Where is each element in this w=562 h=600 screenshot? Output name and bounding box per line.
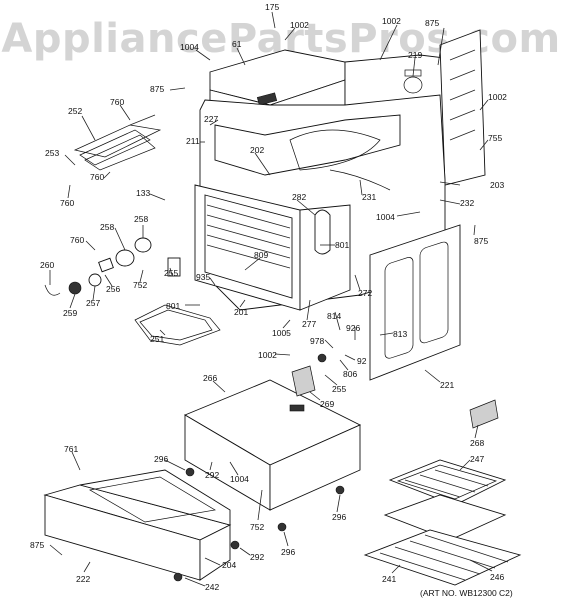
callout-875-a: 875 <box>425 18 439 28</box>
callout-755: 755 <box>488 133 502 143</box>
callout-241: 241 <box>382 574 396 584</box>
callout-251: 251 <box>150 334 164 344</box>
callout-231: 231 <box>362 192 376 202</box>
callout-809: 809 <box>254 250 268 260</box>
callout-258-b: 258 <box>134 214 148 224</box>
leader-lines <box>49 11 493 587</box>
callout-760-d: 760 <box>70 235 84 245</box>
callout-296-b: 296 <box>332 512 346 522</box>
callout-272: 272 <box>358 288 372 298</box>
callout-266: 266 <box>203 373 217 383</box>
callout-813: 813 <box>393 329 407 339</box>
callout-1004-a: 1004 <box>180 42 199 52</box>
callout-814: 814 <box>327 311 341 321</box>
callout-175: 175 <box>265 2 279 12</box>
screws <box>173 353 345 582</box>
callout-258-a: 258 <box>100 222 114 232</box>
callout-1004-b: 1004 <box>376 212 395 222</box>
callout-257: 257 <box>86 298 100 308</box>
callout-760-a: 760 <box>110 97 124 107</box>
oven-front-frame <box>194 184 351 311</box>
hinge-bracket <box>291 365 316 397</box>
thermostat-parts <box>44 237 181 296</box>
callout-268: 268 <box>470 438 484 448</box>
callout-282: 282 <box>292 192 306 202</box>
callout-203: 203 <box>490 180 504 190</box>
callout-246: 246 <box>490 572 504 582</box>
callout-875-c: 875 <box>474 236 488 246</box>
callout-202: 202 <box>250 145 264 155</box>
callout-232: 232 <box>460 198 474 208</box>
callout-752-a: 752 <box>133 280 147 290</box>
callout-204: 204 <box>222 560 236 570</box>
callout-219: 219 <box>408 50 422 60</box>
side-panel <box>369 224 461 381</box>
callout-1002-c: 1002 <box>488 92 507 102</box>
callout-801-a: 801 <box>335 240 349 250</box>
art-number: (ART NO. WB12300 C2) <box>420 588 513 598</box>
callout-211: 211 <box>186 136 200 146</box>
callout-221: 221 <box>440 380 454 390</box>
callout-1002-d: 1002 <box>258 350 277 360</box>
callout-222: 222 <box>76 574 90 584</box>
callout-935: 935 <box>196 272 210 282</box>
callout-labels: 175 1002 1002 875 1004 61 219 1002 755 8… <box>30 2 507 592</box>
latch-part <box>469 399 499 429</box>
callout-760-b: 760 <box>90 172 104 182</box>
callout-1004-c: 1004 <box>230 474 249 484</box>
callout-242: 242 <box>205 582 219 592</box>
callout-926: 926 <box>346 323 360 333</box>
callout-92: 92 <box>357 356 367 366</box>
callout-296-a: 296 <box>154 454 168 464</box>
callout-259: 259 <box>63 308 77 318</box>
callout-1002-b: 1002 <box>382 16 401 26</box>
callout-752-b: 752 <box>250 522 264 532</box>
callout-255-a: 255 <box>164 268 178 278</box>
callout-252: 252 <box>68 106 82 116</box>
callout-277: 277 <box>302 319 316 329</box>
broiler-pan <box>383 459 507 541</box>
oven-sensor <box>314 209 331 255</box>
back-cover <box>439 29 486 186</box>
callout-201: 201 <box>234 307 248 317</box>
bake-element <box>134 304 221 346</box>
callout-292-a: 292 <box>205 470 219 480</box>
drawer-housing <box>183 379 362 511</box>
callout-260: 260 <box>40 260 54 270</box>
callout-875-b: 875 <box>150 84 164 94</box>
callout-1005: 1005 <box>272 328 291 338</box>
callout-256: 256 <box>106 284 120 294</box>
callout-292-b: 292 <box>250 552 264 562</box>
callout-247: 247 <box>470 454 484 464</box>
callout-255-b: 255 <box>332 384 346 394</box>
callout-269: 269 <box>320 399 334 409</box>
storage-drawer <box>43 469 232 581</box>
callout-1002-a: 1002 <box>290 20 309 30</box>
callout-761: 761 <box>64 444 78 454</box>
callout-253: 253 <box>45 148 59 158</box>
callout-760-c: 760 <box>60 198 74 208</box>
callout-296-c: 296 <box>281 547 295 557</box>
callout-61: 61 <box>232 39 242 49</box>
broil-element <box>73 114 162 171</box>
callout-806: 806 <box>343 369 357 379</box>
callout-978: 978 <box>310 336 324 346</box>
callout-227: 227 <box>204 114 218 124</box>
callout-801-b: 801 <box>166 301 180 311</box>
callout-133: 133 <box>136 188 150 198</box>
callout-875-d: 875 <box>30 540 44 550</box>
oven-rack <box>363 529 522 586</box>
